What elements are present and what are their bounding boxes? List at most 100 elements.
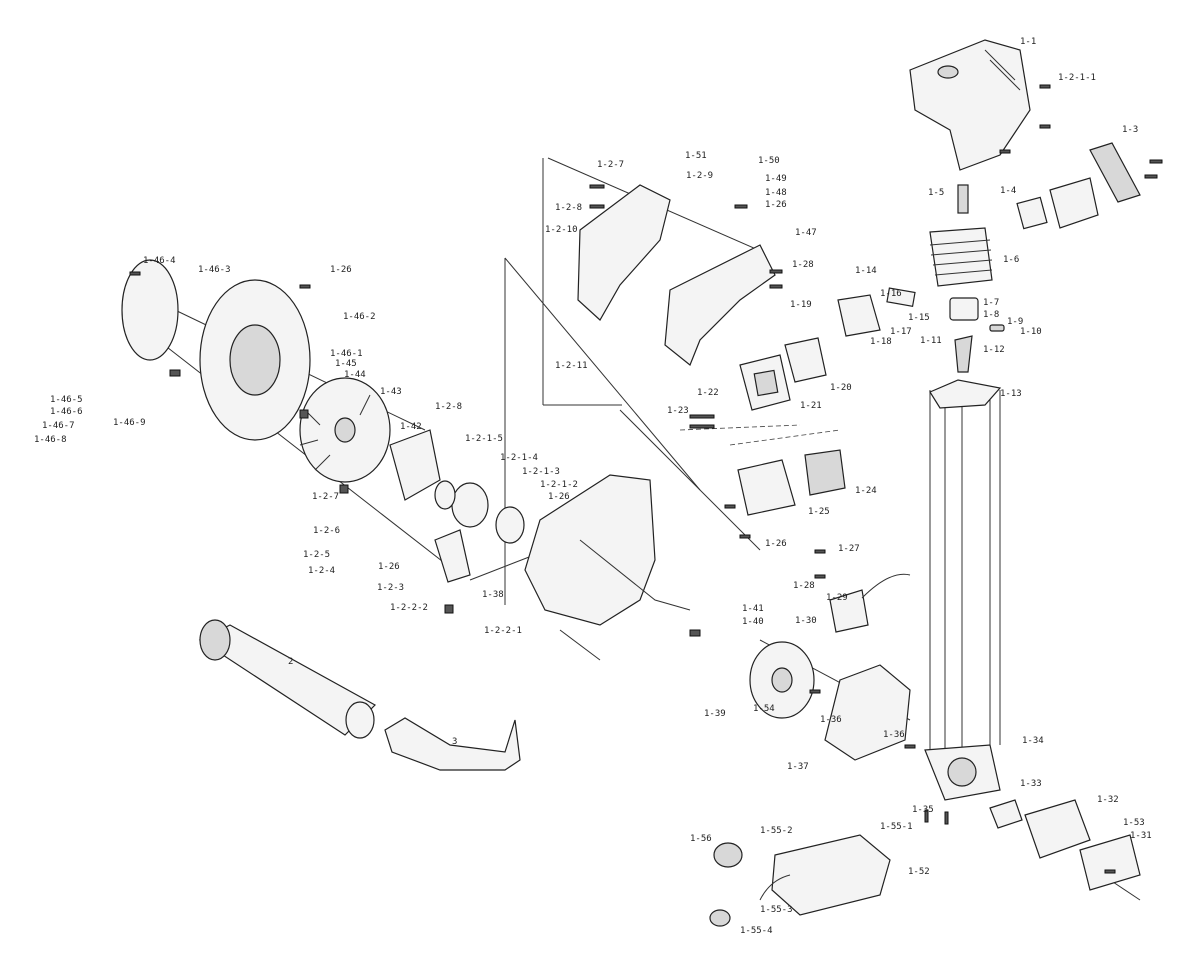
label-1-28-b: 1-28 xyxy=(792,260,814,270)
carburetor xyxy=(837,294,881,337)
label-1-44: 1-44 xyxy=(344,370,366,380)
label-1-9: 1-9 xyxy=(1007,317,1023,327)
label-1-2-4: 1-2-4 xyxy=(308,566,335,576)
label-1-56: 1-56 xyxy=(690,834,712,844)
carb-gasket xyxy=(886,287,916,308)
label-1-24: 1-24 xyxy=(855,486,877,496)
label-1-46-3: 1-46-3 xyxy=(198,265,231,275)
label-1-41: 1-41 xyxy=(742,604,764,614)
label-1-26-e: 1-26 xyxy=(378,562,400,572)
label-1-34: 1-34 xyxy=(1022,736,1044,746)
label-1-5: 1-5 xyxy=(928,188,944,198)
label-1-1: 1-1 xyxy=(1020,37,1036,47)
label-1-31: 1-31 xyxy=(1130,831,1152,841)
label-1-2-7-b: 1-2-7 xyxy=(597,160,624,170)
label-1-46-7: 1-46-7 xyxy=(42,421,75,431)
filter-element xyxy=(1089,142,1141,203)
label-1-10: 1-10 xyxy=(1020,327,1042,337)
label-1-16: 1-16 xyxy=(880,289,902,299)
label-1-35: 1-35 xyxy=(912,805,934,815)
label-1-2-1-1: 1-2-1-1 xyxy=(1058,73,1096,83)
label-1-36-b: 1-36 xyxy=(883,730,905,740)
label-1-3: 1-3 xyxy=(1122,125,1138,135)
label-1-26-d: 1-26 xyxy=(548,492,570,502)
muffler-cover xyxy=(1079,834,1141,891)
label-1-42: 1-42 xyxy=(400,422,422,432)
label-1-46-4: 1-46-4 xyxy=(143,256,176,266)
label-1-18: 1-18 xyxy=(870,337,892,347)
label-1-36: 1-36 xyxy=(820,715,842,725)
label-1-2-2-2: 1-2-2-2 xyxy=(390,603,428,613)
label-1-2-11: 1-2-11 xyxy=(555,361,588,371)
flywheel-hub xyxy=(771,667,793,693)
label-1-19: 1-19 xyxy=(790,300,812,310)
label-1-49: 1-49 xyxy=(765,174,787,184)
label-1-46-6: 1-46-6 xyxy=(50,407,83,417)
starter-plate xyxy=(495,506,525,544)
label-1-8: 1-8 xyxy=(983,310,999,320)
label-1-50: 1-50 xyxy=(758,156,780,166)
label-1-46-1: 1-46-1 xyxy=(330,349,363,359)
label-1-2-1-4: 1-2-1-4 xyxy=(500,453,538,463)
cylinder xyxy=(929,227,993,287)
label-1-2-3: 1-2-3 xyxy=(377,583,404,593)
label-1-33: 1-33 xyxy=(1020,779,1042,789)
label-1-55-4: 1-55-4 xyxy=(740,926,773,936)
cover-fuel-cap xyxy=(937,65,959,79)
fuel-filter xyxy=(709,909,731,927)
label-1-20: 1-20 xyxy=(830,383,852,393)
starter-housing xyxy=(389,429,441,501)
label-1-2-2-1: 1-2-2-1 xyxy=(484,626,522,636)
label-1-52: 1-52 xyxy=(908,867,930,877)
label-1-12: 1-12 xyxy=(983,345,1005,355)
air-filter-housing xyxy=(1049,177,1099,229)
connecting-rod xyxy=(954,335,973,373)
fan-housing-center xyxy=(524,474,656,626)
label-1-37: 1-37 xyxy=(787,762,809,772)
label-1-43: 1-43 xyxy=(380,387,402,397)
filter-screen xyxy=(804,449,846,496)
filter-frame-inner xyxy=(753,369,779,397)
air-box xyxy=(784,337,827,383)
piston-pin xyxy=(989,324,1005,332)
ignition-coil xyxy=(829,589,869,633)
label-1-47: 1-47 xyxy=(795,228,817,238)
label-1-7: 1-7 xyxy=(983,298,999,308)
label-1-51: 1-51 xyxy=(685,151,707,161)
label-1-46-8: 1-46-8 xyxy=(34,435,67,445)
frame-handle xyxy=(577,184,671,321)
label-1-2-1-5: 1-2-1-5 xyxy=(465,434,503,444)
label-1-53: 1-53 xyxy=(1123,818,1145,828)
muffler-gasket xyxy=(989,799,1023,829)
label-1-2-1-3: 1-2-1-3 xyxy=(522,467,560,477)
label-1-38: 1-38 xyxy=(482,590,504,600)
label-1-29: 1-29 xyxy=(826,593,848,603)
part-callouts: 1-1 1-2-1-1 1-3 1-4 1-5 1-6 1-7 1-8 1-9 … xyxy=(34,37,1152,936)
label-1-2-10: 1-2-10 xyxy=(545,225,578,235)
crank-gasket xyxy=(929,379,1002,409)
fuel-cap xyxy=(713,842,743,868)
label-1-25: 1-25 xyxy=(808,507,830,517)
spark-plug xyxy=(957,184,969,214)
label-1-32: 1-32 xyxy=(1097,795,1119,805)
label-1-55-1: 1-55-1 xyxy=(880,822,913,832)
label-1-46-5: 1-46-5 xyxy=(50,395,83,405)
label-1-55-2: 1-55-2 xyxy=(760,826,793,836)
fuel-line xyxy=(759,874,791,901)
label-1-17: 1-17 xyxy=(890,327,912,337)
piston xyxy=(949,297,979,321)
label-1-21: 1-21 xyxy=(800,401,822,411)
engine-cover xyxy=(909,39,1031,171)
label-1-2-8-b: 1-2-8 xyxy=(555,203,582,213)
blower-nozzle xyxy=(384,717,521,771)
label-1-40: 1-40 xyxy=(742,617,764,627)
label-1-15: 1-15 xyxy=(908,313,930,323)
label-1-46-2: 1-46-2 xyxy=(343,312,376,322)
handle-bracket xyxy=(434,529,471,583)
filter-cover xyxy=(737,459,796,516)
label-1-13: 1-13 xyxy=(1000,389,1022,399)
label-1-11: 1-11 xyxy=(920,336,942,346)
fasteners xyxy=(129,84,1163,874)
blower-housing-right xyxy=(664,244,776,366)
label-1-2-9: 1-2-9 xyxy=(686,171,713,181)
